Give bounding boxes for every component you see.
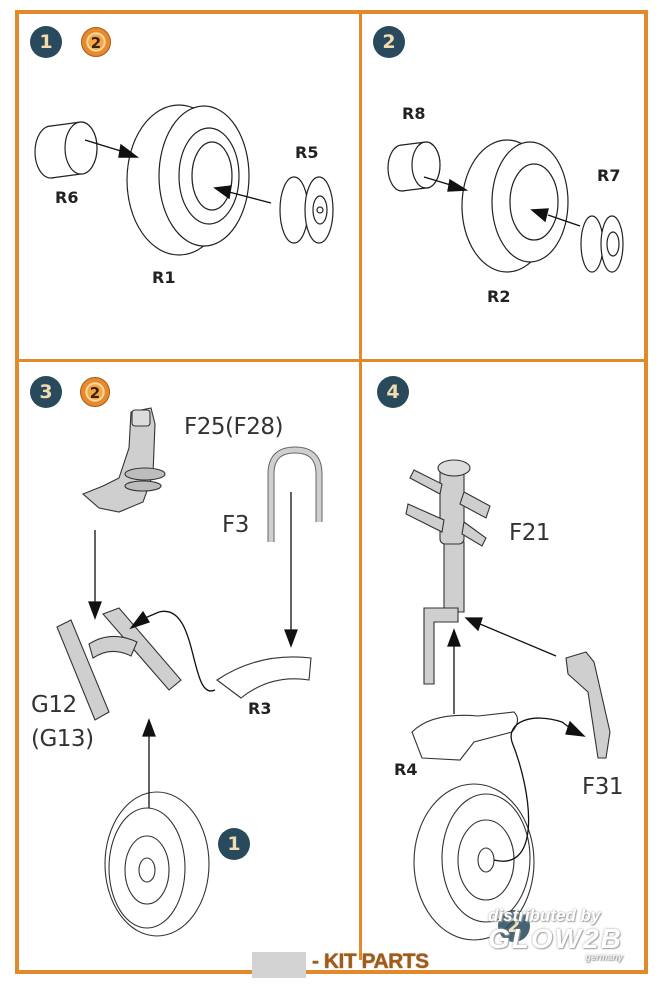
arrow-head — [447, 178, 469, 192]
arrow-head — [284, 629, 298, 648]
part-label-f25: F25(F28) — [184, 414, 283, 440]
part-label-r4: R4 — [394, 760, 418, 779]
landing-gear-assembly-diagram — [56, 407, 323, 937]
part-label-f31: F31 — [582, 774, 624, 800]
part-label-f3: F3 — [222, 512, 249, 538]
arrow-head — [565, 720, 586, 737]
arrow-head — [118, 143, 140, 158]
arrow-head — [142, 718, 156, 737]
part-label-r1: R1 — [152, 268, 176, 287]
part-label-r7: R7 — [597, 166, 621, 185]
step-panel-1: 1 2 R6 R1 R5 — [19, 14, 359, 359]
wheel-assembly-diagram — [34, 104, 334, 256]
part-label-r8: R8 — [402, 104, 426, 123]
part-label-g12: G12 — [31, 692, 77, 718]
step-number-badge: 4 — [377, 376, 409, 408]
part-f21-shape — [443, 541, 465, 613]
arrow-head — [530, 208, 549, 223]
watermark-line-3: germany — [585, 952, 623, 962]
arrow-head — [464, 617, 483, 632]
instruction-frame — [15, 10, 648, 974]
part-f31-shape — [565, 651, 611, 759]
watermark-line-1: distributed by — [488, 906, 601, 925]
part-label-r2: R2 — [487, 287, 511, 306]
step-number-badge: 3 — [30, 376, 62, 408]
panel-divider-vertical — [359, 10, 362, 960]
wheel-assembly-diagram — [387, 139, 624, 273]
part-g12-shape — [56, 619, 110, 721]
part-r4-shape — [411, 711, 519, 761]
panel-divider-horizontal — [15, 359, 648, 362]
part-r7-shape — [580, 215, 604, 273]
kit-parts-legend-label: - KIT PARTS — [312, 950, 429, 973]
part-label-g13: (G13) — [31, 726, 94, 752]
part-label-r5: R5 — [295, 143, 319, 162]
distributor-watermark: distributed by GLOW2B germany — [488, 906, 623, 962]
kit-parts-legend-swatch — [252, 952, 306, 978]
subassembly-ref-badge: 2 — [498, 910, 530, 942]
reference-step-badge: 2 — [80, 377, 110, 407]
subassembly-ref-badge: 1 — [218, 828, 250, 860]
arrow-head — [447, 628, 461, 647]
part-r3-shape — [216, 656, 312, 699]
arrow-head — [213, 185, 232, 200]
watermark-logo: GLOW2B — [488, 923, 623, 954]
part-f3-shape — [267, 446, 323, 542]
arrow-head — [129, 610, 150, 630]
part-label-r3: R3 — [248, 699, 272, 718]
step-panel-3: 3 2 — [19, 362, 359, 960]
step-panel-4: 4 2 — [362, 362, 644, 960]
part-r5-shape — [279, 176, 309, 244]
reference-step-badge: 2 — [81, 27, 111, 57]
part-label-f21: F21 — [509, 520, 551, 546]
step-number-badge: 2 — [373, 26, 405, 58]
step-panel-2: 2 R8 R2 R7 — [362, 14, 644, 359]
landing-gear-assembly-diagram — [405, 459, 611, 941]
step-number-badge: 1 — [30, 26, 62, 58]
arrow-head — [88, 601, 102, 620]
part-label-r6: R6 — [55, 188, 79, 207]
